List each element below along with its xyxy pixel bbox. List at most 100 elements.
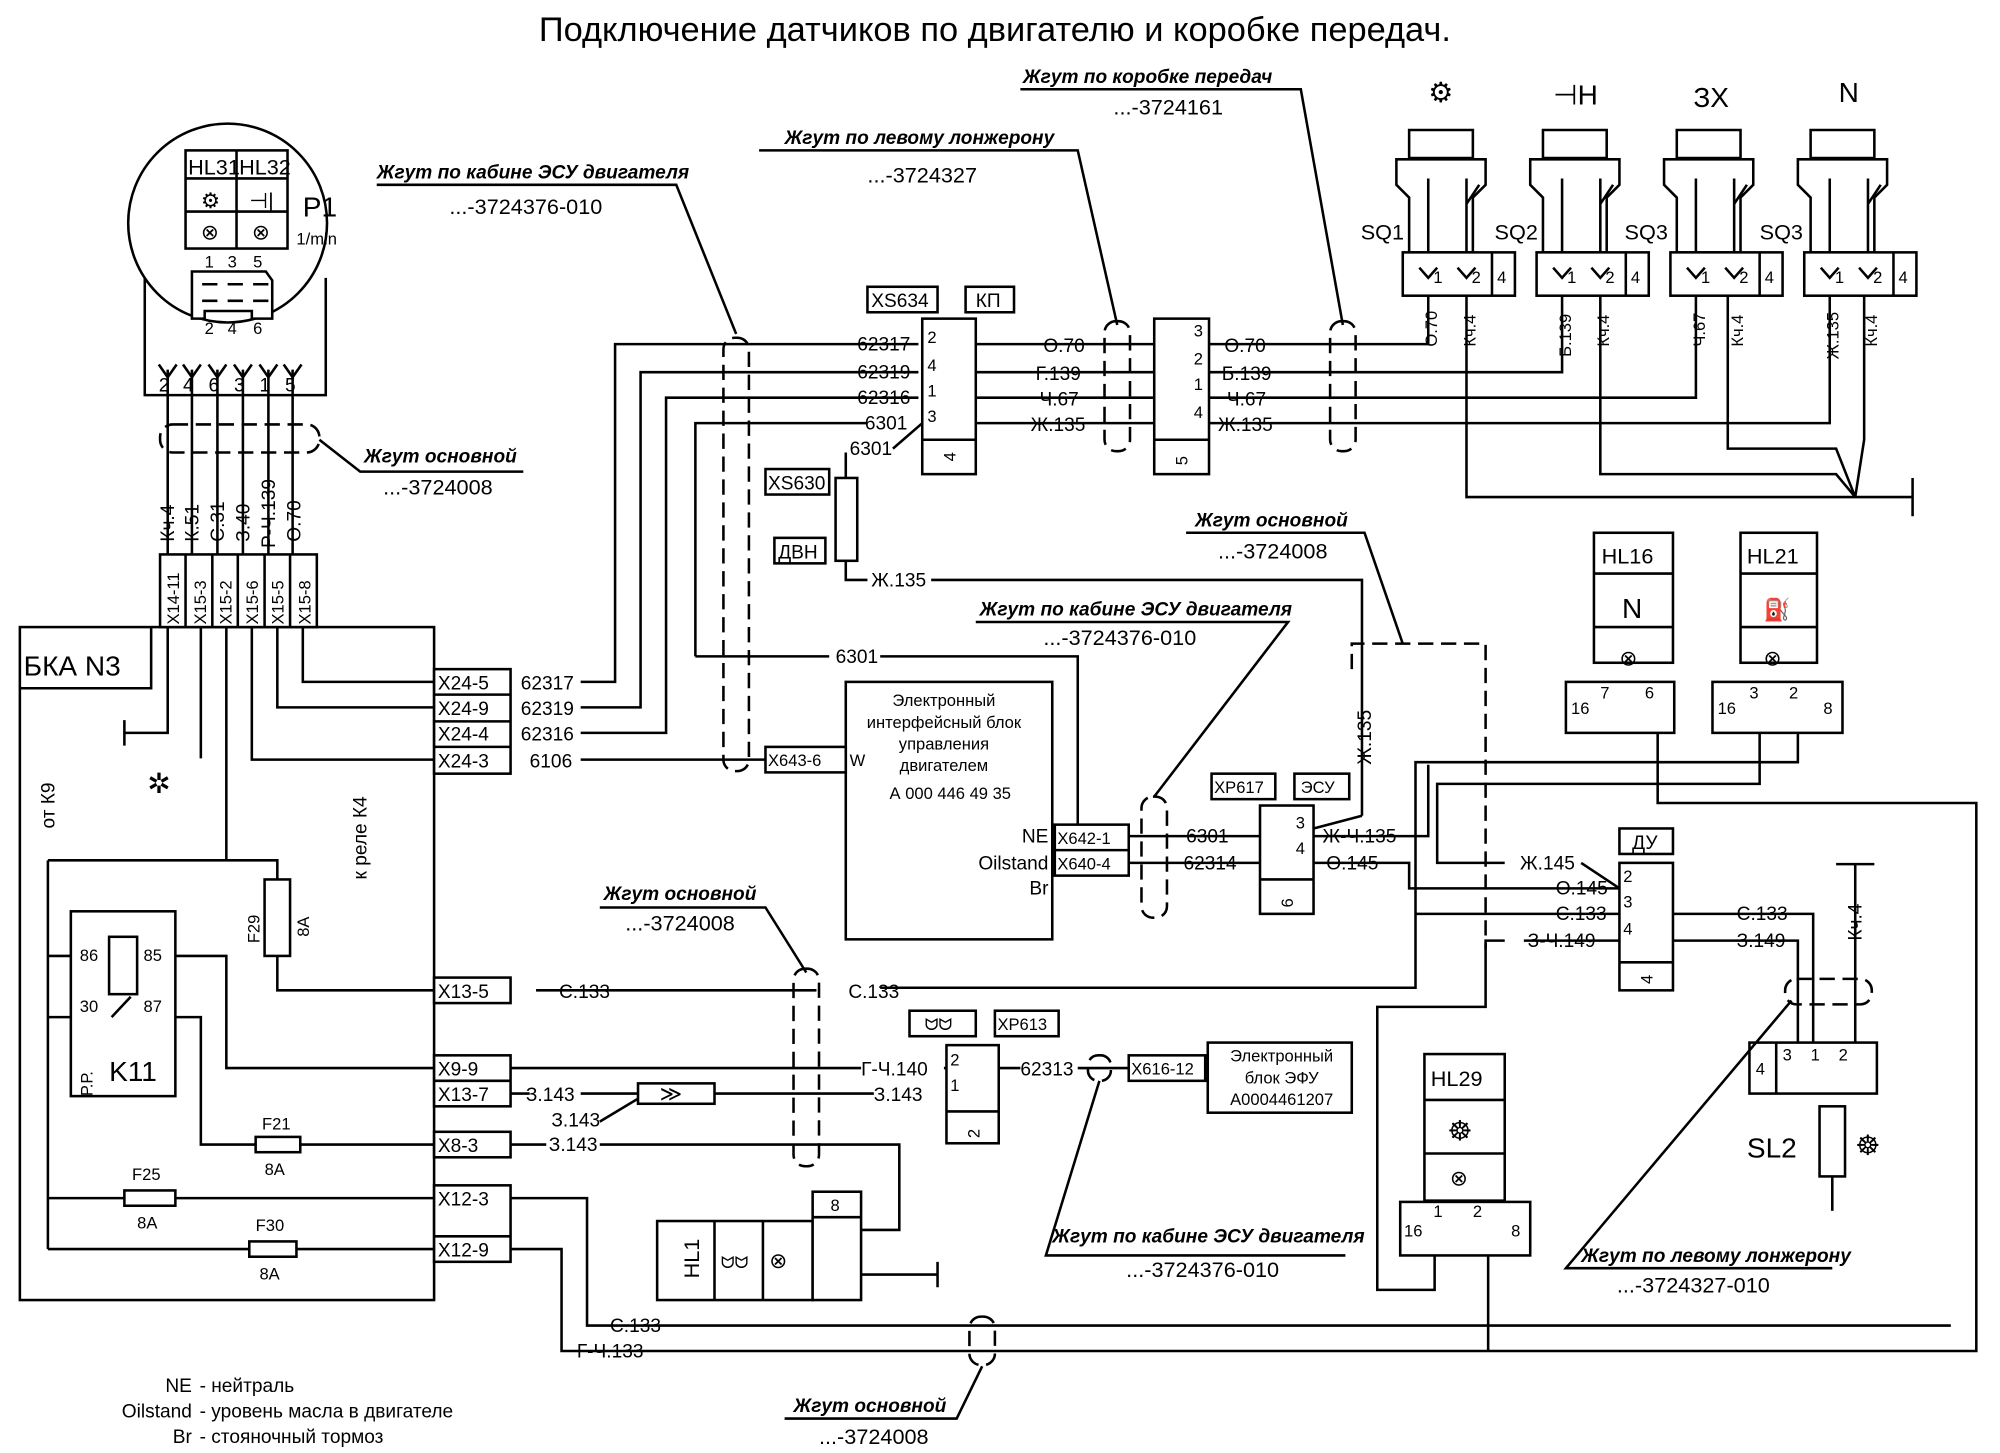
- pin-label: 2: [1605, 268, 1614, 287]
- connector-name: XP617: [1214, 778, 1264, 797]
- lamp-icon: ⊗: [201, 220, 219, 245]
- legend-key: Oilstand: [122, 1401, 192, 1422]
- wire-label: 62316: [857, 388, 910, 409]
- connector-label: X15-3: [191, 580, 210, 624]
- harness-left-spar: [1103, 319, 1132, 453]
- connector-x5: 3 2 1 4 5: [1152, 317, 1211, 476]
- wire-label: Ж.145: [1520, 853, 1575, 874]
- sensor-symbol: ЗХ: [1693, 82, 1729, 113]
- oil-level-icon: ⛽: [1763, 597, 1790, 622]
- horn-icon: ᗢᗢ: [721, 1253, 749, 1272]
- harness-main-label: Жгут основной: [603, 884, 757, 905]
- harness-main-part: ...-3724008: [1218, 538, 1328, 563]
- pin-label: 1: [1433, 1202, 1442, 1221]
- connector-label: X643-6: [768, 751, 821, 770]
- wire-label: Ж.135: [1031, 415, 1086, 436]
- pin-label: 2: [1194, 350, 1203, 369]
- sensor-contacts: [1418, 178, 1494, 296]
- wire-label: Б.139: [1222, 364, 1272, 385]
- wire-label: О.145: [1556, 879, 1608, 900]
- pin-label: 4: [1756, 1059, 1765, 1078]
- pin-label: 16: [1718, 699, 1736, 718]
- wire-label: 62314: [1184, 853, 1238, 874]
- legend-value: - стояночный тормоз: [200, 1427, 384, 1448]
- wire-label: З.143: [526, 1085, 575, 1106]
- connector-tag: ДВН: [778, 542, 817, 563]
- wire-label: 62317: [521, 674, 574, 695]
- legend-key: NE: [165, 1376, 192, 1397]
- wire-label: С.133: [559, 982, 610, 1003]
- sensor-symbol: ⊣H: [1553, 80, 1598, 111]
- harness-cab-esu: [1140, 795, 1169, 919]
- pin-label: 6: [208, 375, 219, 396]
- sensor-switch-body: [1528, 128, 1621, 254]
- sensor-name: SQ3: [1760, 220, 1803, 245]
- wire-label: 62316: [521, 725, 574, 746]
- harness-cab-esu-label: Жгут по кабине ЭСУ двигателя: [979, 600, 1292, 621]
- pin-count: 2: [965, 1129, 984, 1138]
- harness-cab-esu-label: Жгут по кабине ЭСУ двигателя: [376, 162, 689, 183]
- connector-name: XP613: [997, 1015, 1047, 1034]
- oil-temp-icon: ✲: [147, 768, 171, 799]
- fuse-name: F25: [132, 1165, 161, 1184]
- relay-pin: 30: [80, 997, 98, 1016]
- lamp-hl29: HL29 ☸ ⊗ 16 1 2 8: [1398, 1052, 1532, 1352]
- diagram-title: Подключение датчиков по двигателю и коро…: [539, 11, 1451, 49]
- pin-label: 1: [927, 381, 936, 400]
- sensor-connector: [1401, 251, 1517, 297]
- harness-main: [968, 1315, 997, 1367]
- pin-label: 3: [228, 253, 237, 272]
- inline-connector-icon: ≫: [660, 1081, 683, 1106]
- wire-label: С.133: [610, 1316, 661, 1337]
- from-k9-label: от К9: [38, 782, 59, 828]
- fuse-name: F21: [262, 1114, 291, 1133]
- harness-gearbox-label: Жгут по коробке передач: [1022, 67, 1272, 88]
- sensor-name: SQ3: [1625, 220, 1668, 245]
- gauge-unit: 1/min: [296, 230, 336, 249]
- pin-label: 6: [1645, 683, 1654, 702]
- steering-wheel-icon: ☸: [1855, 1130, 1880, 1161]
- sensor-contacts: [1819, 178, 1895, 296]
- connector-xp613: ᗢᗢ XP613 2 1 2 Г-Ч.140 З.143 62313 X616-…: [861, 1009, 1207, 1145]
- connector-label: X9-9: [438, 1060, 478, 1081]
- harness-left-spar-010-label: Жгут по левому лонжерону: [1580, 1246, 1852, 1267]
- wire-label: 62317: [857, 335, 910, 356]
- harness-cab-esu-part: ...-3724376-010: [1126, 1257, 1279, 1282]
- ecu-block: Электронный интерфейсный блок управления…: [764, 680, 1131, 941]
- gauge-p1: HL31 HL32 ⚙ ⊣| ⊗ ⊗ P1 1/min 1 3 5 2 4 6 …: [126, 122, 524, 555]
- pin-label: 4: [1899, 268, 1908, 287]
- sensor-connector: [1802, 251, 1918, 297]
- steering-wheel-icon: ☸: [1447, 1116, 1472, 1147]
- wire-label: 62319: [857, 363, 910, 384]
- relay-pin: 86: [80, 946, 98, 965]
- pin-count: 6: [1278, 898, 1297, 907]
- wire-label: Г-Ч.133: [577, 1341, 644, 1362]
- ecu-text: управления: [899, 734, 989, 753]
- pin-label: 1: [1433, 268, 1442, 287]
- wire-label: 6301: [1186, 826, 1229, 847]
- relay-pin: 87: [143, 997, 161, 1016]
- ecu-pin: W: [850, 751, 866, 770]
- relay-pin: 85: [143, 946, 161, 965]
- pin-label: 2: [205, 319, 214, 338]
- lamp-hl32-label: HL32: [239, 155, 291, 180]
- harness-gearbox-part: ...-3724161: [1113, 95, 1223, 120]
- ecu-text: Электронный: [892, 691, 995, 710]
- harness-left-spar-part: ...-3724327: [867, 162, 977, 187]
- wire-label: Ч.67: [1690, 313, 1709, 347]
- lamp-hl31-label: HL31: [188, 155, 240, 180]
- pin-label: 3: [1623, 892, 1632, 911]
- connector-label: X24-4: [438, 725, 489, 746]
- harness-cab-esu-part: ...-3724376-010: [1043, 625, 1196, 650]
- harness-cab-esu-label: Жгут по кабине ЭСУ двигателя: [1051, 1227, 1364, 1248]
- pin-count: 4: [940, 452, 959, 461]
- connector-label: X14-11: [164, 572, 183, 624]
- harness-main-part: ...-3724008: [625, 910, 735, 935]
- pin-label: 1: [205, 253, 214, 272]
- wire-label: Ж-Ч.135: [1322, 826, 1396, 847]
- pin-label: 1: [1835, 268, 1844, 287]
- connector-label: X12-3: [438, 1190, 489, 1211]
- wire-label: Г-Ч.140: [861, 1060, 928, 1081]
- pin-label: 4: [228, 319, 237, 338]
- fuse-rating: 8А: [265, 1160, 285, 1179]
